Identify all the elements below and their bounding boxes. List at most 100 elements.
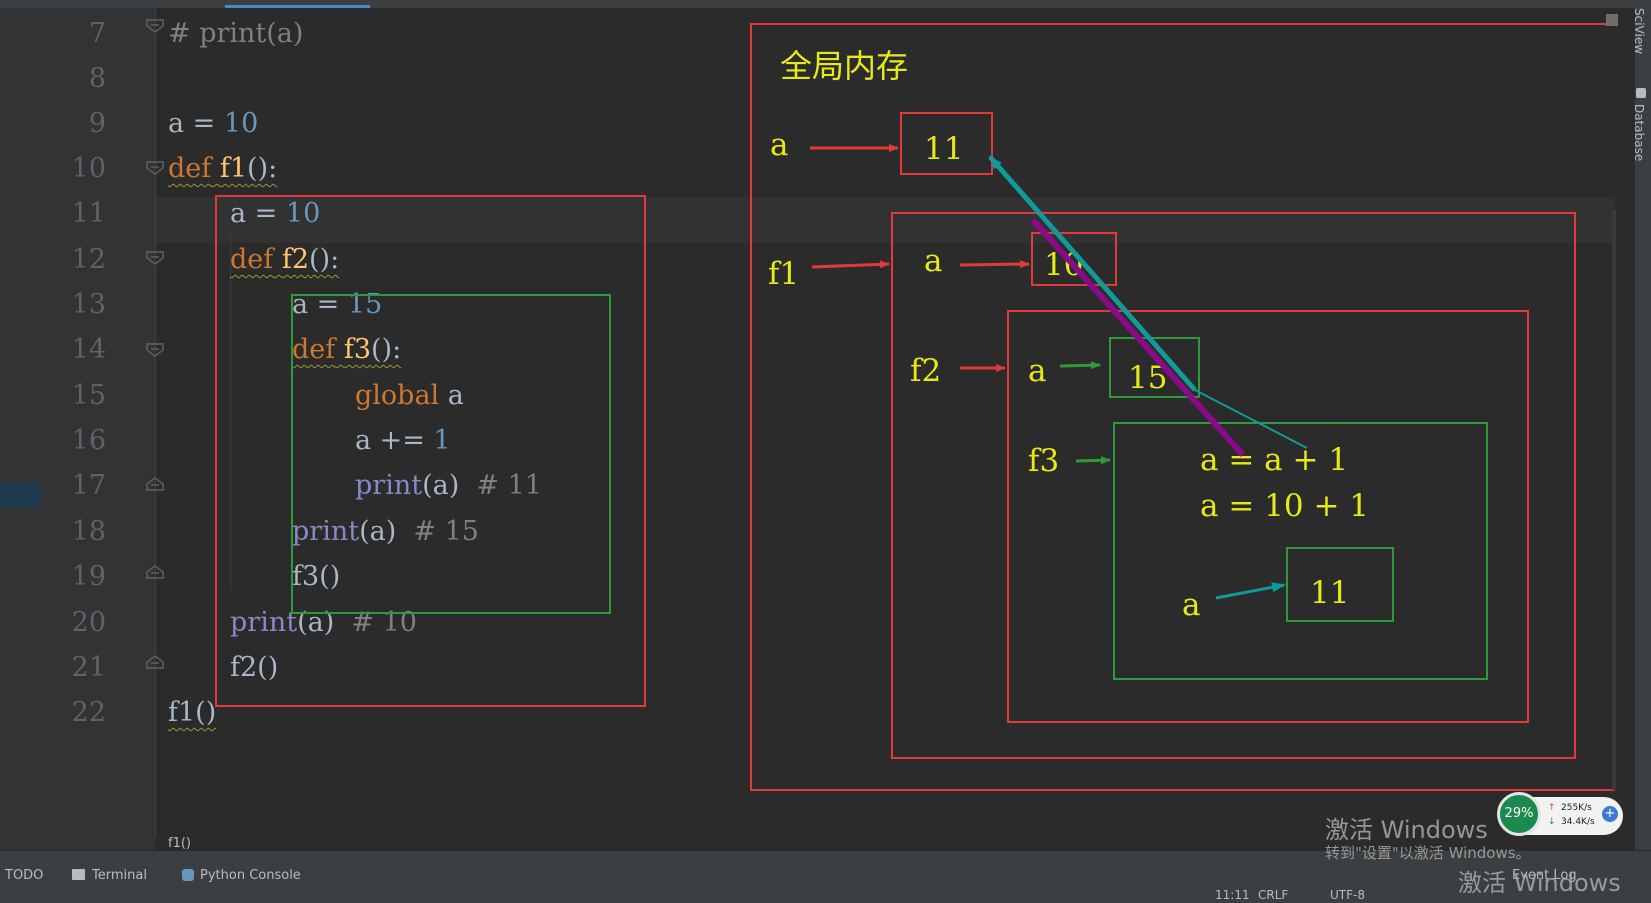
line-number: 18 [71,516,106,547]
code-text: (a) [359,516,397,547]
download-speed: 34.4K/s [1561,817,1595,827]
code-text: (): [247,153,278,184]
line-number: 7 [88,18,106,49]
editor-scrollbar[interactable] [1615,8,1635,850]
event-log-tab[interactable]: Event Log [1512,868,1577,883]
code-line-12[interactable]: def f2(): [230,242,339,278]
line-number: 8 [88,63,106,94]
fold-end-icon[interactable] [145,560,165,580]
memory-percent-badge[interactable]: 29% [1497,792,1541,836]
database-tool-button[interactable]: Database [1632,104,1646,162]
fold-icon[interactable] [145,250,165,270]
upload-speed: 255K/s [1561,803,1592,813]
f1-value: 10 [1044,247,1084,283]
line-number: 9 [88,108,106,139]
line-separator[interactable]: CRLF [1258,888,1289,902]
code-keyword: global [355,380,440,411]
gutter-separator [155,8,156,838]
line-number: 19 [71,561,106,592]
right-tool-strip [1635,0,1651,850]
code-underlined: def f2(): [230,244,339,275]
indent-guide [230,230,231,590]
f3-expression-2: a = 10 + 1 [1200,488,1370,524]
sciview-tool-button[interactable]: SciView [1632,8,1646,55]
code-line-18[interactable]: print(a) # 15 [292,514,479,550]
download-arrow-icon: ↓ [1548,817,1556,827]
code-line-16[interactable]: a += 1 [355,423,451,459]
line-number: 12 [71,244,106,275]
line-number: 15 [71,380,106,411]
code-keyword: def [168,153,212,184]
editor-tab-strip [0,0,1651,8]
code-text: a += [355,425,434,456]
line-number: 14 [71,334,106,365]
line-number: 10 [71,153,106,184]
code-text: a = [168,108,224,139]
code-function-name: f1 [219,153,248,184]
file-encoding[interactable]: UTF-8 [1330,888,1365,902]
global-value: 11 [924,131,964,167]
python-console-tab[interactable]: Python Console [200,868,301,883]
code-comment: # 11 [476,470,542,501]
f3-value-box [1286,547,1394,622]
line-number: 11 [71,198,106,229]
code-line-17[interactable]: print(a) # 11 [355,468,542,504]
code-line-7[interactable]: # print(a) [168,18,304,49]
line-number: 22 [71,697,106,728]
fold-icon[interactable] [145,342,165,362]
code-keyword: def [292,334,336,365]
f2-label: f2 [910,353,942,389]
code-function-name: f3 [343,334,372,365]
f1-var-label: a [924,243,943,279]
terminal-icon [72,869,85,880]
code-text: a = [230,198,286,229]
diagram-title: 全局内存 [780,47,909,85]
line-number: 17 [71,470,106,501]
code-line-10[interactable]: def f1(): [168,151,277,187]
code-line-22[interactable]: f1() [168,695,216,731]
code-underlined: f1() [168,697,217,728]
code-comment: # 15 [413,516,479,547]
code-function-name: f2 [281,244,310,275]
f3-expression-1: a = a + 1 [1200,442,1349,478]
code-number: 10 [223,108,259,139]
cursor-position[interactable]: 11:11 [1215,888,1250,902]
plus-icon[interactable]: + [1602,806,1618,822]
activation-watermark: 激活 Windows [1325,816,1488,844]
code-builtin: print [292,516,360,547]
code-builtin: print [355,470,423,501]
code-line-19[interactable]: f3() [292,561,341,592]
current-line-highlight [156,197,1616,243]
scroll-track[interactable] [1612,210,1616,790]
fold-icon[interactable] [145,160,165,180]
fold-end-icon[interactable] [145,472,165,492]
code-text: (a) [422,470,460,501]
active-tab-indicator[interactable] [225,5,370,8]
todo-tab[interactable]: TODO [5,868,44,883]
code-underlined: def f3(): [292,334,401,365]
terminal-tab[interactable]: Terminal [92,868,147,883]
scroll-thumb-icon[interactable] [1606,14,1618,26]
python-icon [182,869,194,881]
gutter-marker [0,483,40,507]
code-number: 1 [433,425,451,456]
code-text: (): [371,334,402,365]
database-icon [1636,88,1646,98]
code-number: 10 [285,198,321,229]
line-number-gutter [40,8,155,850]
f1-label: f1 [768,256,800,292]
code-line-14[interactable]: def f3(): [292,332,401,368]
fold-icon[interactable] [145,18,165,38]
line-number: 21 [71,652,106,683]
f1-scope-box [215,195,646,707]
breadcrumb[interactable]: f1() [168,836,191,851]
f3-label: f3 [1028,443,1060,479]
code-line-15[interactable]: global a [355,378,464,414]
fold-end-icon[interactable] [145,650,165,670]
code-line-21[interactable]: f2() [230,652,279,683]
code-text: a [439,380,464,411]
code-underlined: def f1(): [168,153,277,184]
code-line-11[interactable]: a = 10 [230,196,320,232]
line-number: 16 [71,425,106,456]
code-line-9[interactable]: a = 10 [168,106,258,142]
